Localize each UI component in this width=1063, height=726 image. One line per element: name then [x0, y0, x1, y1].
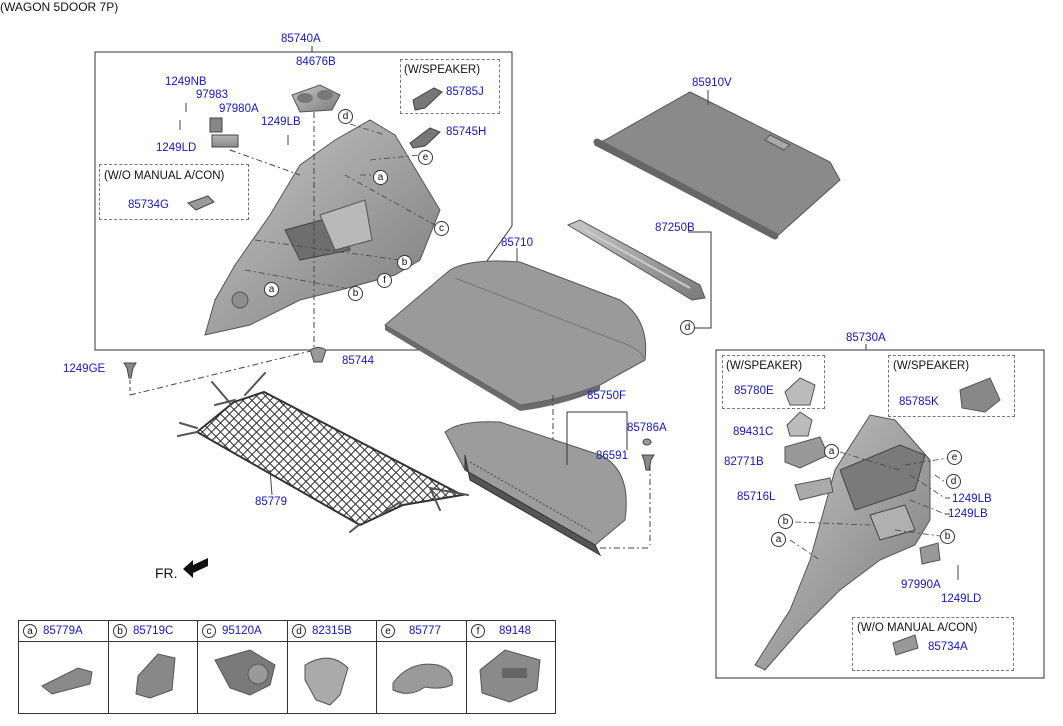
part-number-97990A[interactable]: 97990A	[901, 579, 941, 591]
part-number-89431C[interactable]: 89431C	[733, 426, 774, 438]
callout-e: e	[418, 150, 433, 165]
legend-part-number[interactable]: 82315B	[312, 625, 352, 637]
part-number-85785K[interactable]: 85785K	[899, 396, 939, 408]
part-number-85779[interactable]: 85779	[255, 496, 287, 508]
w-speaker-label: (W/SPEAKER)	[893, 360, 970, 372]
luggage-board-shape	[384, 260, 647, 406]
legend-part-number[interactable]: 95120A	[222, 625, 262, 637]
part-number-1249LB-right-2[interactable]: 1249LB	[948, 508, 988, 520]
legend-letter: c	[202, 624, 216, 638]
callout-b: b	[397, 255, 412, 270]
part-number-1249GE[interactable]: 1249GE	[63, 363, 106, 375]
part-number-97983[interactable]: 97983	[196, 89, 228, 101]
parts-legend-table: a 85779A b 85719C c 95120A d 82315B e 85…	[18, 620, 556, 714]
part-number-85785J[interactable]: 85785J	[446, 86, 484, 98]
part-number-1249LB-left[interactable]: 1249LB	[261, 116, 301, 128]
legend-letter: f	[471, 624, 485, 638]
wo-manual-label: (W/O MANUAL A/CON)	[857, 622, 978, 634]
callout-d: d	[680, 320, 695, 335]
legend-cell-b[interactable]: b 85719C	[109, 621, 198, 713]
wo-manual-label: (W/O MANUAL A/CON)	[104, 170, 225, 182]
legend-letter: a	[23, 624, 37, 638]
callout-e: e	[947, 450, 962, 465]
part-number-87250B[interactable]: 87250B	[655, 222, 695, 234]
part-number-85744[interactable]: 85744	[342, 355, 374, 367]
w-speaker-label: (W/SPEAKER)	[726, 360, 803, 372]
part-number-85730A[interactable]: 85730A	[846, 332, 886, 344]
part-number-1249NB[interactable]: 1249NB	[165, 76, 207, 88]
front-direction-label: FR.	[155, 565, 178, 581]
callout-a: a	[771, 532, 786, 547]
wo-manual-box-left: (W/O MANUAL A/CON)	[99, 164, 249, 220]
legend-thumbnails	[41, 649, 541, 706]
callout-a: a	[373, 170, 388, 185]
part-number-85910V[interactable]: 85910V	[692, 77, 732, 89]
legend-part-number[interactable]: 85719C	[133, 625, 174, 637]
legend-cell-f[interactable]: f 89148	[467, 621, 555, 713]
part-number-97980A[interactable]: 97980A	[219, 103, 259, 115]
part-number-85734G[interactable]: 85734G	[128, 199, 169, 211]
legend-letter: b	[113, 624, 127, 638]
part-number-85780E[interactable]: 85780E	[734, 385, 774, 397]
luggage-tray-shape	[444, 421, 627, 546]
callout-b: b	[778, 514, 793, 529]
part-number-82771B[interactable]: 82771B	[724, 456, 764, 468]
legend-part-number[interactable]: 85777	[409, 625, 441, 637]
callout-b: b	[348, 286, 363, 301]
part-number-86591[interactable]: 86591	[596, 450, 628, 462]
legend-part-number[interactable]: 89148	[499, 625, 531, 637]
part-number-85716L[interactable]: 85716L	[737, 491, 776, 503]
part-number-1249LD-right[interactable]: 1249LD	[941, 593, 982, 605]
wo-manual-box-right: (W/O MANUAL A/CON)	[852, 617, 1014, 671]
legend-part-number[interactable]: 85779A	[43, 625, 83, 637]
legend-letter: d	[292, 624, 306, 638]
callout-a: a	[264, 282, 279, 297]
part-number-85734A[interactable]: 85734A	[928, 641, 968, 653]
part-number-85710[interactable]: 85710	[501, 237, 533, 249]
w-speaker-box-left: (W/SPEAKER)	[400, 59, 500, 114]
part-number-84676B[interactable]: 84676B	[296, 56, 336, 68]
part-number-1249LD-left[interactable]: 1249LD	[156, 142, 197, 154]
legend-cell-e[interactable]: e 85777	[377, 621, 467, 713]
legend-letter: e	[381, 624, 395, 638]
cargo-cover-shape	[593, 91, 841, 239]
callout-d: d	[338, 109, 353, 124]
callout-a: a	[824, 444, 839, 459]
callout-b: b	[940, 529, 955, 544]
callout-c: c	[434, 221, 449, 236]
legend-cell-d[interactable]: d 82315B	[288, 621, 377, 713]
legend-cell-c[interactable]: c 95120A	[198, 621, 288, 713]
w-speaker-box-right-b: (W/SPEAKER)	[888, 355, 1015, 417]
callout-d: d	[946, 474, 961, 489]
part-number-85786A[interactable]: 85786A	[627, 422, 667, 434]
part-number-85740A[interactable]: 85740A	[281, 33, 321, 45]
w-speaker-box-right-a: (W/SPEAKER)	[722, 355, 825, 409]
callout-f: f	[377, 273, 392, 288]
right-trim-group-frame	[715, 349, 1045, 679]
part-number-1249LB-right-1[interactable]: 1249LB	[952, 493, 992, 505]
part-number-85745H[interactable]: 85745H	[446, 126, 487, 138]
diagram-title: (WAGON 5DOOR 7P)	[0, 0, 119, 14]
cargo-net-shape	[195, 390, 466, 527]
legend-cell-a[interactable]: a 85779A	[19, 621, 109, 713]
w-speaker-label: (W/SPEAKER)	[404, 64, 481, 76]
part-number-85750F[interactable]: 85750F	[587, 390, 627, 402]
